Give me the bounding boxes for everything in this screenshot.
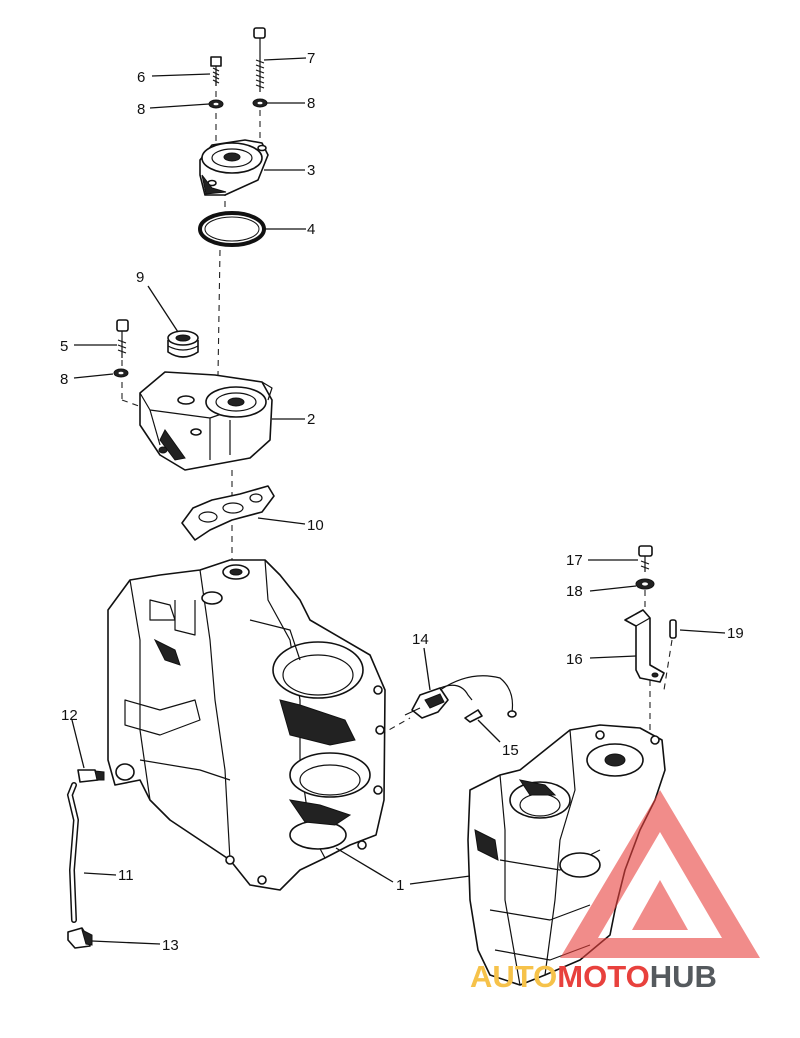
bolt-part-6 — [210, 56, 222, 86]
callout-5: 5 — [60, 338, 68, 355]
callout-11: 11 — [118, 867, 134, 884]
callout-9: 9 — [136, 269, 144, 286]
callout-19: 19 — [727, 625, 744, 642]
callout-10: 10 — [307, 517, 324, 534]
callout-8-top-left: 8 — [137, 101, 145, 118]
callout-18: 18 — [566, 583, 583, 600]
callout-2: 2 — [307, 411, 315, 428]
callout-3: 3 — [307, 162, 315, 179]
grommet-part-9 — [167, 330, 199, 358]
bracket-part-16 — [624, 609, 665, 683]
callout-6: 6 — [137, 69, 145, 86]
screw-part-15 — [464, 709, 483, 723]
fitting-part-12 — [77, 769, 105, 783]
callout-12: 12 — [61, 707, 78, 724]
watermark-auto: AUTO — [470, 959, 557, 994]
watermark-text: AUTOMOTOHUB — [470, 959, 717, 994]
callout-15: 15 — [502, 742, 519, 759]
callout-8-top-right: 8 — [307, 95, 315, 112]
callout-4: 4 — [307, 221, 315, 238]
callout-16: 16 — [566, 651, 583, 668]
housing-part-2 — [139, 371, 273, 471]
long-bolt-part-7 — [253, 27, 266, 92]
watermark: AUTOMOTOHUB — [470, 790, 760, 994]
sensor-part-14 — [404, 675, 517, 719]
watermark-hub: HUB — [650, 959, 717, 994]
elbow-fitting-part-13 — [67, 927, 93, 949]
leader-lines — [71, 57, 726, 945]
crankcase-block-left-view — [107, 559, 386, 891]
pin-part-19 — [669, 619, 677, 639]
washer-part-18 — [635, 578, 655, 590]
gasket-part-10 — [181, 485, 275, 541]
cover-plate-part-3 — [199, 139, 269, 196]
callout-14: 14 — [412, 631, 429, 648]
callout-17: 17 — [566, 552, 583, 569]
callout-7: 7 — [307, 50, 315, 67]
watermark-moto: MOTO — [557, 959, 649, 994]
hose-part-11 — [66, 782, 80, 923]
crankcase-block-right-view — [467, 724, 666, 986]
callout-8-middle: 8 — [60, 371, 68, 388]
bolt-part-17 — [638, 545, 653, 572]
watermark-logo-icon — [560, 790, 760, 958]
callout-13: 13 — [162, 937, 179, 954]
o-ring-part-4 — [198, 211, 266, 247]
callout-labels: 6 7 8 8 3 4 9 5 8 2 10 17 18 19 16 14 15… — [60, 50, 744, 954]
bolt-part-5 — [116, 319, 129, 358]
callout-1: 1 — [396, 877, 404, 894]
